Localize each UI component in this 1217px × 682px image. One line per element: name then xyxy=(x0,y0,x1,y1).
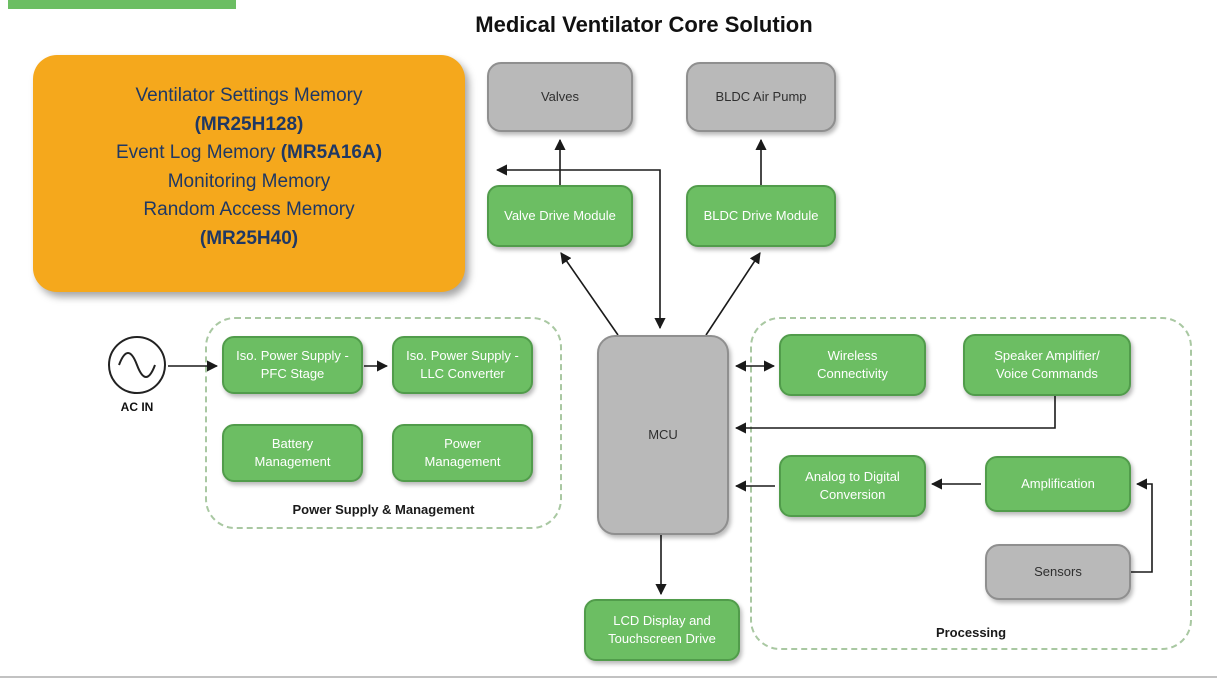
node-lcd-display-touchscreen-drive: LCD Display and Touchscreen Drive xyxy=(584,599,740,661)
connector-mcu-to-bldc-drive xyxy=(705,252,761,336)
power-supply-group: Power Supply & Management xyxy=(205,317,562,529)
node-sensors: Sensors xyxy=(985,544,1131,600)
processing-group-label: Processing xyxy=(935,625,1007,640)
node-power-management: Power Management xyxy=(392,424,533,482)
node-analog-to-digital-conversion: Analog to Digital Conversion xyxy=(779,455,926,517)
node-label: Iso. Power Supply - PFC Stage xyxy=(236,347,349,381)
node-wireless-connectivity: Wireless Connectivity xyxy=(779,334,926,396)
node-iso-power-supply-pfc: Iso. Power Supply - PFC Stage xyxy=(222,336,363,394)
node-label: Valve Drive Module xyxy=(504,207,616,223)
node-valve-drive-module: Valve Drive Module xyxy=(487,185,633,247)
node-label: Analog to Digital Conversion xyxy=(805,468,900,502)
top-green-strip xyxy=(8,0,236,9)
node-label: Power Management xyxy=(424,435,501,469)
node-valves: Valves xyxy=(487,62,633,132)
processing-group: Processing xyxy=(750,317,1192,650)
node-label: Wireless Connectivity xyxy=(817,347,888,381)
memory-line: Monitoring Memory xyxy=(167,170,331,192)
node-label: BLDC Air Pump xyxy=(715,88,807,104)
node-label: Iso. Power Supply - LLC Converter xyxy=(406,347,519,381)
node-iso-power-supply-llc: Iso. Power Supply - LLC Converter xyxy=(392,336,533,394)
memory-line: Random Access Memory xyxy=(143,199,355,220)
ac-in-label: AC IN xyxy=(120,400,154,414)
node-battery-management: Battery Management xyxy=(222,424,363,482)
node-label: MCU xyxy=(648,426,678,442)
bottom-border-line xyxy=(0,676,1217,678)
memory-line: (MR25H128) xyxy=(194,113,304,135)
node-label: Battery Management xyxy=(254,435,331,469)
memory-line: Ventilator Settings Memory xyxy=(135,85,363,106)
memory-block: Ventilator Settings Memory (MR25H128) Ev… xyxy=(33,55,465,292)
node-amplification: Amplification xyxy=(985,456,1131,512)
memory-line: Event Log Memory (MR5A16A) xyxy=(115,142,383,163)
node-label: BLDC Drive Module xyxy=(703,207,819,223)
memory-line: (MR25H40) xyxy=(199,227,299,249)
node-bldc-drive-module: BLDC Drive Module xyxy=(686,185,836,247)
node-label: Sensors xyxy=(1034,563,1082,579)
power-supply-group-label: Power Supply & Management xyxy=(292,502,475,517)
node-bldc-air-pump: BLDC Air Pump xyxy=(686,62,836,132)
node-label: Amplification xyxy=(1021,475,1095,491)
node-label: Speaker Amplifier/ Voice Commands xyxy=(994,347,1100,381)
node-label: Valves xyxy=(540,88,580,104)
connector-mcu-to-valve-drive xyxy=(560,252,619,336)
node-mcu: MCU xyxy=(597,335,729,535)
diagram-title: Medical Ventilator Core Solution xyxy=(475,12,813,37)
node-speaker-amplifier-voice-commands: Speaker Amplifier/ Voice Commands xyxy=(963,334,1131,396)
node-label: LCD Display and Touchscreen Drive xyxy=(608,612,716,646)
ac-sine-wave-icon xyxy=(108,336,166,394)
